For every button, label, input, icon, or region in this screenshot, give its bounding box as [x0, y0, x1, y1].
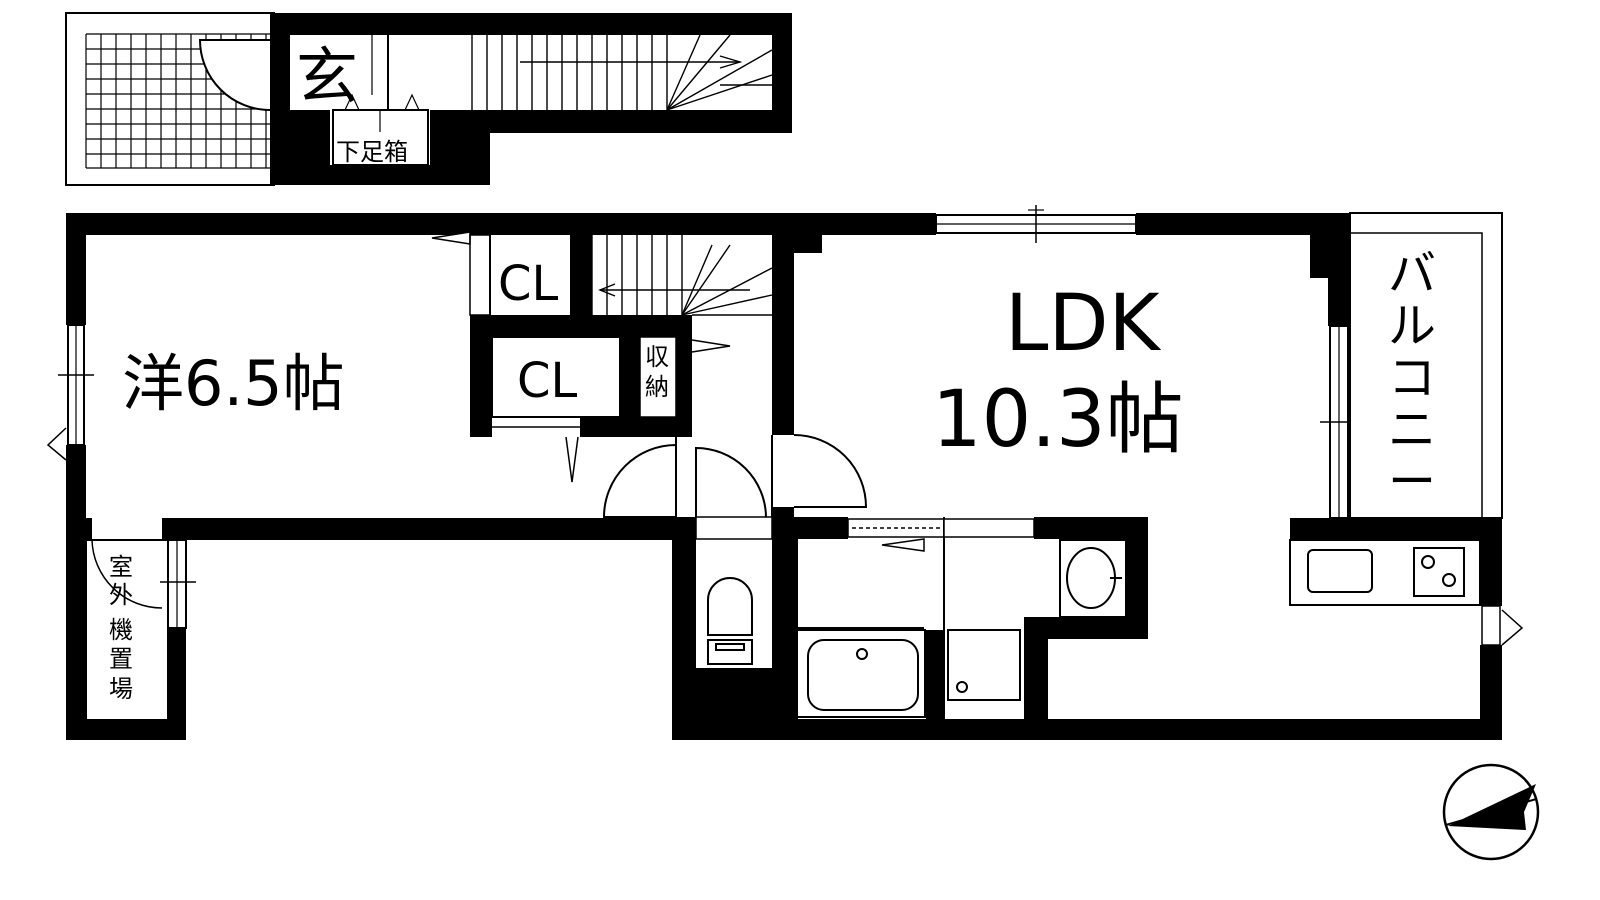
- svg-text:ー: ー: [1388, 454, 1436, 510]
- ldk-door-swing: [793, 434, 868, 508]
- svg-text:納: 納: [645, 373, 669, 401]
- western-door-swing: [602, 443, 677, 518]
- storage: [639, 336, 677, 418]
- bath-wall-top: [794, 517, 848, 539]
- washbasin-icon: [1059, 539, 1127, 618]
- wall-left-lower: [66, 445, 86, 540]
- closet-wall-mid: [470, 315, 692, 337]
- stair-wall-right: [772, 235, 794, 435]
- storage-label: 収 納: [645, 343, 669, 401]
- entrance-wall-bottom-right: [470, 110, 792, 133]
- closet-1: [490, 235, 570, 315]
- svg-text:外: 外: [109, 581, 133, 609]
- wash-wall-right: [1126, 517, 1148, 639]
- outdoor-unit-label: 室 外 機 置 場: [109, 553, 133, 703]
- toilet-room-wall-right: [772, 507, 794, 739]
- outdoor-unit-wall-right: [168, 628, 186, 740]
- svg-text:ル: ル: [1388, 298, 1436, 354]
- western-wall-bottom: [162, 518, 694, 540]
- entrance-block: 玄 下足箱: [65, 12, 792, 186]
- svg-text:コ: コ: [1388, 350, 1436, 406]
- kitchen-wall-right-lower: [1480, 645, 1502, 740]
- sink-icon: [1307, 549, 1373, 593]
- balcony-label: バ ル コ ニ ー: [1388, 246, 1436, 510]
- ldk-size-label: 10.3帖: [932, 375, 1184, 465]
- wall-bottom-main: [672, 719, 1502, 740]
- wall-top-right: [1136, 213, 1350, 235]
- closet-2-wall-right: [620, 337, 640, 437]
- closet-1-wall-right: [570, 235, 592, 315]
- outdoor-unit-wall-bottom: [66, 720, 186, 740]
- wall-left-upper: [66, 213, 86, 325]
- wall-top-left: [66, 213, 936, 235]
- svg-text:バ: バ: [1388, 246, 1436, 302]
- entrance-wall-top: [270, 13, 792, 35]
- entrance-wall-left: [270, 13, 290, 185]
- north-arrow-icon: [1442, 763, 1540, 861]
- kitchen-wall-top: [1290, 518, 1502, 540]
- svg-text:収: 収: [645, 343, 669, 371]
- washing-machine-pan: [947, 629, 1021, 701]
- outdoor-unit-wall-left: [66, 540, 86, 740]
- lower-staircase: [591, 235, 773, 316]
- wash-wall-top-right: [1034, 517, 1148, 539]
- toilet-door-swing: [695, 446, 767, 518]
- closet-2-label: CL: [517, 353, 578, 409]
- svg-text:機: 機: [109, 616, 133, 644]
- closet-1-wall-left: [469, 234, 491, 316]
- entrance-wall-right: [772, 13, 792, 133]
- svg-text:置: 置: [109, 645, 133, 673]
- entrance-wall-block: [430, 110, 490, 185]
- toilet-icon: [707, 577, 753, 665]
- toilet-room-wall-left: [672, 517, 696, 739]
- svg-text:場: 場: [109, 675, 133, 703]
- ldk-name-label: LDK: [1005, 279, 1162, 369]
- wash-wall-step: [1034, 617, 1148, 639]
- closet-2-wall-bottom: [580, 417, 692, 437]
- shoe-box-label: 下足箱: [336, 138, 408, 166]
- balcony: [1349, 212, 1503, 519]
- stove-icon: [1413, 547, 1465, 597]
- bathtub-icon: [796, 629, 926, 718]
- kitchen-wall-right-upper: [1480, 518, 1502, 606]
- ldk-wall-right-upper: [1310, 213, 1350, 278]
- svg-text:室: 室: [109, 553, 133, 581]
- window-latch-left: [46, 427, 67, 461]
- bathroom-wall-left: [794, 517, 798, 719]
- closet-1-label: CL: [498, 256, 559, 312]
- svg-text:ニ: ニ: [1388, 402, 1436, 458]
- upper-staircase: [471, 34, 773, 111]
- entrance-wall-stub: [290, 110, 330, 165]
- entrance-door-swing: [198, 39, 271, 111]
- genkan-label: 玄: [296, 40, 358, 113]
- main-block: 室 外 機 置 場 洋6.5帖 CL CL 収 納: [46, 205, 1524, 740]
- western-room-label: 洋6.5帖: [122, 347, 345, 420]
- closet-2-wall-left: [470, 337, 492, 437]
